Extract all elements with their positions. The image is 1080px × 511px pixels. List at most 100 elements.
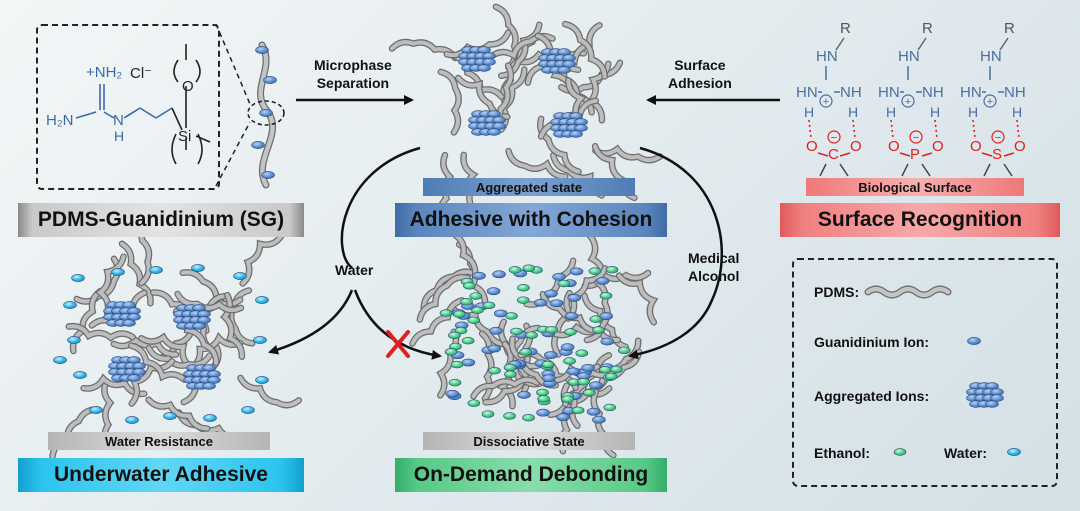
positive-charge-sign: + bbox=[823, 96, 829, 108]
positive-charge-sign: + bbox=[905, 96, 911, 108]
zoom-circle bbox=[247, 100, 285, 126]
guanidinium-ion bbox=[482, 58, 496, 66]
guanidinium-ion bbox=[192, 322, 206, 330]
pdms-chain bbox=[111, 337, 178, 357]
pdms-chain bbox=[238, 376, 301, 408]
pdms-guanidinium-text: PDMS-Guanidinium (SG) bbox=[37, 208, 285, 231]
ethanol-molecule bbox=[463, 282, 476, 290]
ethanol-molecule bbox=[537, 395, 550, 403]
positive-charge-icon bbox=[983, 94, 997, 108]
n-label: N bbox=[113, 112, 124, 129]
ethanol-molecule bbox=[467, 399, 481, 407]
adhesive-cohesion-banner: Adhesive with Cohesion bbox=[395, 203, 667, 237]
pdms-chain bbox=[139, 334, 194, 370]
guanidinium-ion bbox=[549, 299, 564, 308]
adhesive-cohesion-text: Adhesive with Cohesion bbox=[409, 208, 653, 231]
guanidinium-ion bbox=[544, 351, 558, 360]
water-molecule bbox=[89, 406, 103, 414]
h-label: H bbox=[930, 104, 941, 120]
legend-aggregated-ions bbox=[966, 382, 1004, 408]
legend-ethanol-molecule bbox=[893, 448, 907, 456]
ethanol-molecule bbox=[448, 378, 462, 387]
water-molecule bbox=[71, 274, 85, 282]
center-atom-label: C bbox=[828, 146, 839, 163]
pdms-chain bbox=[229, 288, 255, 346]
guanidinium-ion bbox=[569, 130, 583, 138]
ethanol-molecule bbox=[522, 264, 536, 272]
pdms-chain bbox=[66, 324, 135, 341]
h2n-label: H₂N bbox=[46, 112, 74, 129]
guanidinium-ion bbox=[445, 389, 460, 398]
guanidinium-ion bbox=[202, 382, 216, 390]
guanidinium-ion bbox=[556, 413, 570, 422]
ethanol-molecule bbox=[482, 301, 496, 310]
water-molecule bbox=[241, 406, 255, 414]
ethanol-molecule bbox=[575, 349, 589, 357]
water-resistance-label: Water Resistance bbox=[105, 433, 213, 449]
pdms-chain bbox=[438, 69, 461, 135]
ethanol-molecule bbox=[519, 348, 532, 356]
bond bbox=[983, 163, 991, 177]
ethanol-molecule bbox=[605, 266, 619, 274]
bond bbox=[195, 135, 211, 143]
pdms-chain bbox=[129, 343, 187, 382]
ethanol-molecule bbox=[617, 346, 631, 354]
guanidinium-ion bbox=[127, 374, 141, 382]
ethanol-molecule bbox=[488, 367, 501, 375]
pdms-chain bbox=[563, 22, 607, 79]
pdms-chain bbox=[146, 397, 210, 431]
guanidinium-ion bbox=[586, 407, 601, 416]
bond bbox=[839, 152, 851, 157]
ethanol-molecule bbox=[516, 296, 530, 304]
guanidinium-ion bbox=[263, 76, 277, 84]
r-group-label: R bbox=[922, 20, 933, 37]
ethanol-molecule bbox=[604, 372, 618, 381]
legend-aggregated-label: Aggregated Ions: bbox=[814, 388, 930, 404]
water-molecule bbox=[233, 272, 247, 280]
nh-label: NH bbox=[922, 84, 944, 101]
aggregated-state-bar: Aggregated state bbox=[423, 178, 635, 196]
ethanol-molecule bbox=[603, 403, 617, 412]
guanidinium-ion bbox=[492, 270, 506, 279]
negative-charge-sign: − bbox=[831, 132, 837, 144]
ethanol-molecule bbox=[582, 389, 596, 397]
bond bbox=[839, 163, 849, 177]
ethanol-molecule bbox=[467, 316, 481, 324]
h-label: H bbox=[886, 104, 897, 120]
water-molecule bbox=[255, 296, 269, 304]
oxygen-label: O bbox=[850, 138, 862, 155]
guanidinium-ion bbox=[990, 394, 1004, 402]
surface-adhesion-label: Surface Adhesion bbox=[668, 57, 732, 91]
pdms-chain bbox=[120, 241, 153, 306]
ethanol-molecule bbox=[571, 406, 585, 415]
oxygen-label: O bbox=[970, 138, 982, 155]
water-molecule bbox=[203, 414, 217, 422]
zoom-line bbox=[215, 121, 251, 187]
ethanol-molecule bbox=[545, 326, 558, 334]
bracket bbox=[173, 59, 179, 83]
guanidinium-ion bbox=[595, 276, 610, 285]
bond bbox=[139, 107, 157, 119]
bracket bbox=[171, 133, 177, 165]
alcohol-arrow bbox=[628, 146, 724, 360]
ethanol-molecule bbox=[589, 315, 603, 323]
pdms-chain bbox=[417, 275, 470, 322]
hn-label: HN bbox=[816, 48, 838, 65]
bond bbox=[155, 107, 173, 119]
aggregated-ion-cluster bbox=[108, 356, 146, 382]
pdms-chain bbox=[146, 346, 212, 368]
water-molecule bbox=[149, 266, 163, 274]
sg-structure-box bbox=[36, 24, 220, 190]
water-to-left-arrow bbox=[268, 289, 354, 355]
ethanol-molecule bbox=[453, 310, 466, 318]
surface-recognition-banner: Surface Recognition bbox=[780, 203, 1060, 237]
hn-label: HN bbox=[796, 84, 818, 101]
hydrogen-bond bbox=[972, 119, 976, 139]
bond bbox=[901, 163, 909, 177]
guanidinium-ion bbox=[255, 46, 269, 54]
ethanol-molecule bbox=[564, 328, 577, 336]
water-molecule bbox=[111, 268, 125, 276]
h-label: H bbox=[804, 104, 815, 120]
ethanol-molecule bbox=[592, 326, 605, 334]
